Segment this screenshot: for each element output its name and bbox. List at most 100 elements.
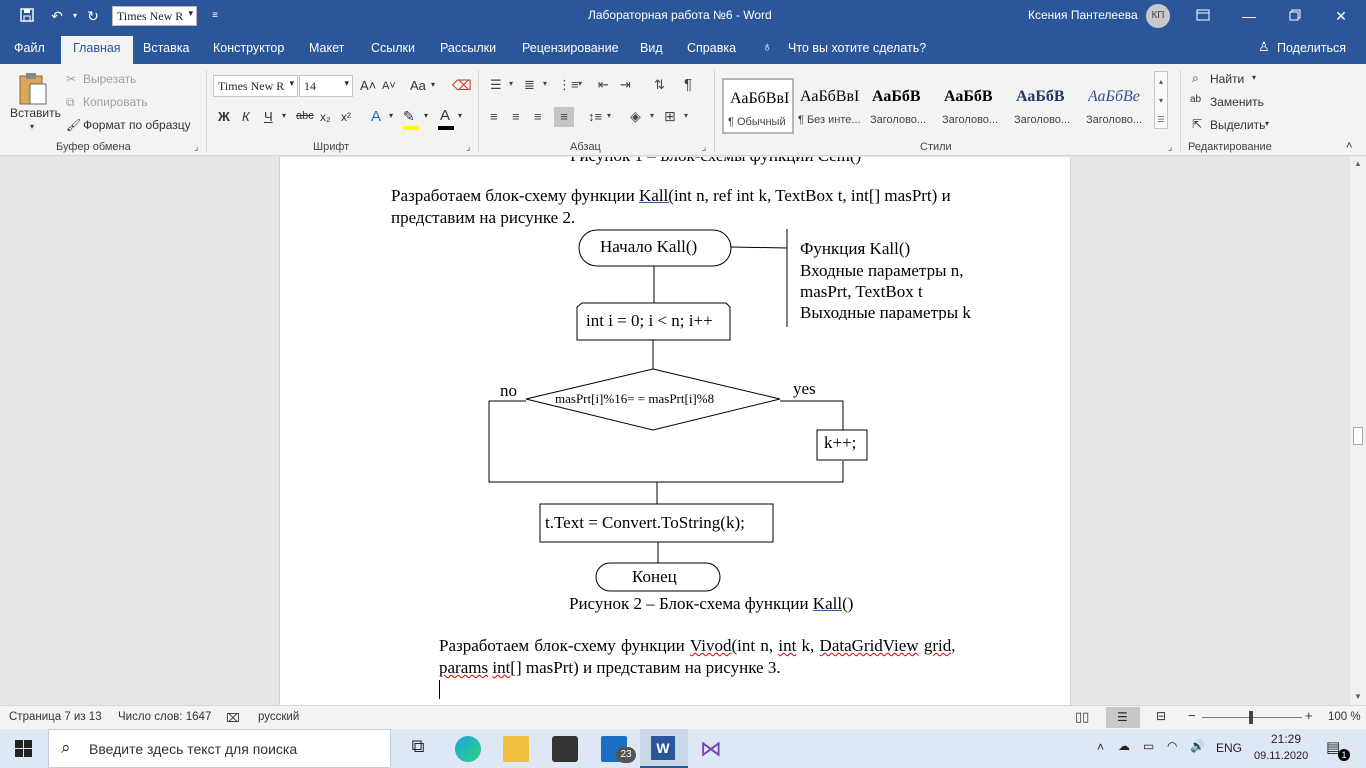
cut-button[interactable]: Вырезать: [83, 72, 137, 86]
chevron-down-icon[interactable]: ▾: [650, 111, 655, 120]
chevron-down-icon[interactable]: ▾: [282, 111, 287, 120]
redo-icon[interactable]: ↻: [87, 8, 99, 24]
edge-icon[interactable]: [455, 736, 481, 762]
decrease-indent-icon[interactable]: ⇤: [598, 77, 609, 92]
vertical-scrollbar[interactable]: ▲ ▼: [1350, 157, 1366, 705]
undo-icon[interactable]: ↶: [51, 8, 63, 24]
language[interactable]: русский: [258, 711, 300, 723]
text-effects-icon[interactable]: A: [371, 108, 382, 125]
dialog-launcher-icon[interactable]: ⌟: [194, 142, 199, 152]
tab-file[interactable]: Файл: [14, 41, 45, 55]
style-heading-4[interactable]: АаБбВе Заголово...: [1082, 78, 1154, 134]
tab-view[interactable]: Вид: [640, 41, 663, 55]
chevron-down-icon[interactable]: ▾: [1265, 119, 1270, 128]
user-name[interactable]: Ксения Пантелеева: [1028, 8, 1138, 22]
numbering-icon[interactable]: ≣: [524, 77, 535, 92]
chevron-down-icon[interactable]: ▾: [607, 111, 612, 120]
tab-references[interactable]: Ссылки: [371, 41, 416, 55]
tab-mailings[interactable]: Рассылки: [440, 41, 497, 55]
chevron-down-icon[interactable]: ▾: [509, 79, 514, 88]
word-count[interactable]: Число слов: 1647: [118, 711, 212, 723]
clear-formatting-icon[interactable]: ⌫: [452, 77, 472, 93]
windows-start-icon[interactable]: [15, 740, 32, 760]
wifi-icon[interactable]: ◠: [1167, 739, 1178, 753]
paste-icon[interactable]: [14, 70, 54, 110]
paste-dropdown-icon[interactable]: ▾: [30, 122, 35, 131]
tab-help[interactable]: Справка: [687, 41, 737, 55]
tab-insert[interactable]: Вставка: [143, 41, 190, 55]
chevron-down-icon[interactable]: ▾: [431, 80, 436, 89]
restore-icon[interactable]: [1272, 0, 1318, 32]
chevron-down-icon[interactable]: ▾: [424, 111, 429, 120]
cloud-icon[interactable]: ☁: [1118, 739, 1130, 753]
subscript-button[interactable]: x₂: [320, 110, 331, 124]
clock-date[interactable]: 09.11.2020: [1254, 750, 1309, 762]
collapse-ribbon-icon[interactable]: ˄: [1346, 140, 1353, 152]
close-icon[interactable]: ✕: [1335, 8, 1347, 24]
increase-indent-icon[interactable]: ⇥: [620, 77, 631, 92]
shrink-font-button[interactable]: A˅: [382, 80, 396, 92]
web-layout-icon[interactable]: ⊟: [1156, 709, 1167, 723]
tray-chevron-up-icon[interactable]: ˄: [1097, 740, 1105, 754]
customize-quick-access-icon[interactable]: ≡: [212, 10, 218, 21]
grow-font-button[interactable]: A˄: [360, 78, 377, 93]
zoom-slider-thumb[interactable]: [1249, 711, 1253, 724]
tab-home[interactable]: Главная: [61, 36, 133, 64]
visual-studio-icon[interactable]: ⋈: [700, 736, 722, 761]
replace-button[interactable]: Заменить: [1210, 95, 1264, 109]
borders-icon[interactable]: ⊞: [664, 108, 676, 124]
style-no-spacing[interactable]: АаБбВвI ¶ Без инте...: [794, 78, 866, 134]
superscript-button[interactable]: x²: [341, 110, 351, 124]
dialog-launcher-icon[interactable]: ⌟: [466, 142, 471, 152]
chevron-down-icon[interactable]: ▾: [684, 111, 689, 120]
strikethrough-button[interactable]: abc: [296, 110, 314, 122]
paste-button[interactable]: Вставить: [10, 106, 61, 120]
notification-icon[interactable]: ▤: [1326, 739, 1341, 756]
share-icon[interactable]: ♙: [1258, 39, 1270, 54]
style-heading-2[interactable]: АаБбВ Заголово...: [938, 78, 1010, 134]
select-button[interactable]: Выделить: [1210, 118, 1266, 132]
change-case-button[interactable]: Aa: [410, 78, 426, 93]
sort-icon[interactable]: ⇅: [654, 77, 665, 92]
store-icon[interactable]: [552, 736, 578, 762]
undo-dropdown-icon[interactable]: ▾: [72, 11, 77, 20]
font-size-combo[interactable]: 14▾: [299, 75, 353, 97]
tell-me-box[interactable]: Что вы хотите сделать?: [788, 41, 927, 55]
align-center-icon[interactable]: ≡: [512, 109, 520, 124]
document-page[interactable]: Рисунок 1 – Блок-схемы функции Cem() Раз…: [279, 157, 1071, 705]
chevron-down-icon[interactable]: ▾: [1252, 73, 1257, 82]
style-heading-1[interactable]: АаБбВ Заголово...: [866, 78, 938, 134]
chevron-down-icon[interactable]: ▾: [389, 111, 394, 120]
chevron-down-icon[interactable]: ▾: [458, 111, 463, 120]
scroll-up-icon[interactable]: ▲: [1354, 159, 1362, 168]
quick-access-font-box[interactable]: Times New R▾: [112, 6, 197, 26]
proofing-icon[interactable]: ⌧: [226, 711, 240, 725]
minimize-icon[interactable]: —: [1242, 8, 1256, 24]
taskbar-search[interactable]: ⌕ Введите здесь текст для поиска: [48, 729, 391, 768]
chevron-down-icon[interactable]: ▾: [578, 79, 583, 88]
format-painter-button[interactable]: Формат по образцу: [83, 118, 191, 132]
justify-icon[interactable]: ≡: [554, 107, 574, 127]
line-spacing-icon[interactable]: ↕≡: [588, 109, 603, 124]
tab-design[interactable]: Конструктор: [213, 41, 285, 55]
align-left-icon[interactable]: ≡: [490, 109, 498, 124]
tab-review[interactable]: Рецензирование: [522, 41, 619, 55]
highlight-icon[interactable]: ✎: [403, 108, 415, 124]
font-name-combo[interactable]: Times New R▾: [213, 75, 298, 97]
avatar[interactable]: КП: [1146, 4, 1170, 28]
share-button[interactable]: Поделиться: [1277, 41, 1347, 55]
read-mode-icon[interactable]: ▯▯: [1075, 709, 1090, 724]
tab-layout[interactable]: Макет: [309, 41, 345, 55]
shading-icon[interactable]: ◈: [630, 108, 641, 124]
multilevel-list-icon[interactable]: ⋮≡: [558, 77, 579, 92]
scroll-thumb[interactable]: [1353, 427, 1363, 445]
word-taskbar-button[interactable]: W: [640, 729, 688, 768]
chevron-down-icon[interactable]: ▾: [543, 79, 548, 88]
clock-time[interactable]: 21:29: [1271, 732, 1302, 746]
scroll-down-icon[interactable]: ▼: [1354, 692, 1362, 701]
ribbon-display-icon[interactable]: [1180, 0, 1226, 32]
style-heading-3[interactable]: АаБбВ Заголово...: [1010, 78, 1082, 134]
task-view-icon[interactable]: ⧉: [411, 736, 425, 756]
zoom-out-icon[interactable]: −: [1188, 708, 1196, 723]
input-language[interactable]: ENG: [1216, 741, 1243, 755]
